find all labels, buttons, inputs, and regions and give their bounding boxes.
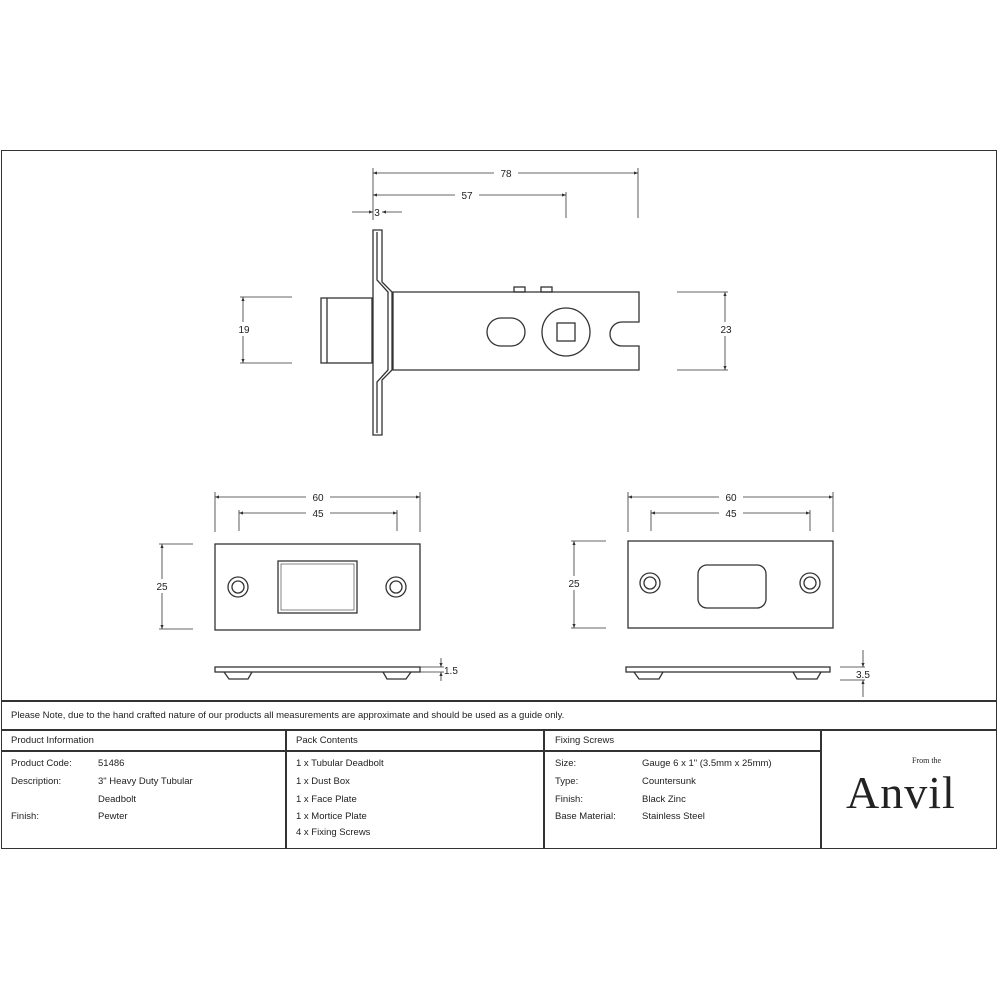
description-label: Description: [11, 776, 62, 787]
pack-item: 1 x Dust Box [296, 776, 350, 787]
mortice-plate-view [625, 540, 834, 680]
base-material-label: Base Material: [555, 811, 616, 822]
type-label: Type: [555, 776, 579, 787]
description-value: 3" Heavy Duty Tubular [98, 776, 193, 787]
screw-finish-value: Black Zinc [642, 794, 686, 805]
face-plate-view [214, 543, 421, 680]
anvil-logo: From the Anvil [842, 756, 982, 826]
mortice-plate-width: 60 [725, 493, 737, 504]
finish-value: Pewter [98, 811, 128, 822]
deadbolt-side-view [320, 229, 640, 436]
dim-overall-length: 78 [500, 169, 512, 180]
pack-item: 4 x Fixing Screws [296, 827, 371, 838]
face-plate-width: 60 [312, 493, 324, 504]
mortice-plate-thickness: 3.5 [856, 670, 870, 681]
description-value-cont: Deadbolt [98, 794, 137, 805]
size-value: Gauge 6 x 1" (3.5mm x 25mm) [642, 758, 772, 769]
logo-small-text: From the [912, 756, 942, 765]
drawing-frame [1, 150, 997, 849]
top-dimensions [240, 168, 728, 371]
face-plate-thickness: 1.5 [444, 666, 458, 677]
technical-drawing: 78 57 3 19 23 60 45 25 1.5 [156, 168, 871, 697]
pack-item: 1 x Mortice Plate [296, 811, 367, 822]
face-plate-hole-centres: 45 [312, 509, 324, 520]
base-material-value: Stainless Steel [642, 811, 705, 822]
size-label: Size: [555, 758, 577, 769]
pack-item: 1 x Face Plate [296, 794, 357, 805]
product-info-heading: Product Information [11, 735, 94, 746]
measurement-note: Please Note, due to the hand crafted nat… [11, 710, 565, 721]
dim-backset: 57 [461, 191, 473, 202]
fixing-screws-heading: Fixing Screws [555, 735, 615, 746]
face-plate-height: 25 [156, 582, 168, 593]
screw-finish-label: Finish: [555, 794, 583, 805]
pack-item: 1 x Tubular Deadbolt [296, 758, 384, 769]
product-code-value: 51486 [98, 758, 125, 769]
pack-contents-heading: Pack Contents [296, 735, 358, 746]
product-code-label: Product Code: [11, 758, 72, 769]
mortice-plate-hole-centres: 45 [725, 509, 737, 520]
dim-case-height: 23 [720, 325, 732, 336]
dim-bolt-height: 19 [238, 325, 250, 336]
dim-plate-thickness: 3 [374, 208, 380, 219]
finish-label: Finish: [11, 811, 39, 822]
logo-main-text: Anvil [846, 767, 956, 818]
mortice-plate-height: 25 [568, 579, 580, 590]
type-value: Countersunk [642, 776, 696, 787]
